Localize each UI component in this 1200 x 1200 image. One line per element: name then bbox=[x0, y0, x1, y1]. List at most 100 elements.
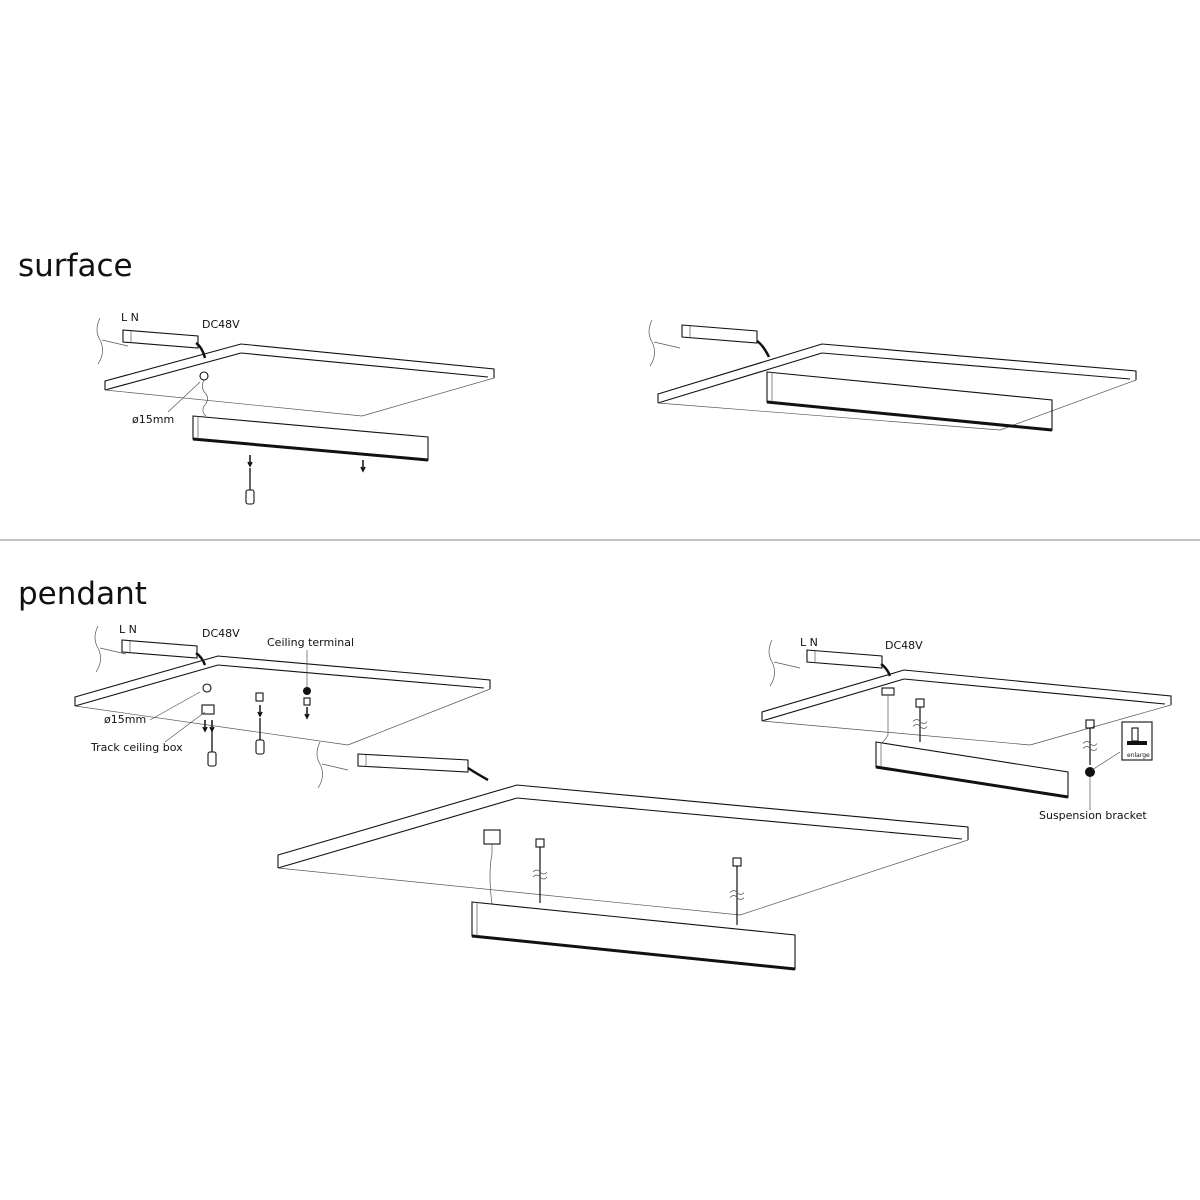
suspension-bracket bbox=[1085, 767, 1095, 777]
mains-cable bbox=[101, 339, 129, 347]
arrow-down-icon bbox=[247, 455, 253, 468]
ceiling-slab-edge bbox=[903, 678, 1166, 705]
enlarge-label: enlarge bbox=[1127, 752, 1150, 759]
ceiling-underside bbox=[657, 402, 1001, 431]
hole-diameter-label: ø15mm bbox=[132, 413, 174, 426]
dc-cable bbox=[756, 339, 771, 358]
light-diffuser bbox=[192, 437, 429, 462]
ceiling-slab-edge bbox=[821, 352, 1131, 380]
wall-line bbox=[94, 625, 101, 673]
ceiling-anchor bbox=[1085, 719, 1095, 729]
power-wire bbox=[489, 844, 493, 905]
arrow-down-icon bbox=[304, 707, 310, 720]
ceiling-canopy bbox=[483, 829, 501, 845]
light-diffuser bbox=[875, 765, 1069, 799]
break-symbol bbox=[1082, 741, 1098, 751]
linear-light-bar bbox=[192, 415, 429, 461]
power-label: L N bbox=[119, 623, 137, 636]
ceiling-terminal-dot bbox=[303, 687, 311, 695]
voltage-label: DC48V bbox=[202, 318, 240, 331]
enlarge-box bbox=[1121, 721, 1153, 761]
ceiling-underside bbox=[1029, 704, 1172, 746]
arrow-down-icon bbox=[257, 705, 263, 718]
ceiling-slab bbox=[657, 343, 1137, 403]
ceiling-slab bbox=[104, 343, 495, 390]
leader-line bbox=[164, 711, 206, 743]
ceiling-anchor bbox=[732, 857, 742, 867]
surface-title: surface bbox=[18, 248, 133, 284]
wall-line bbox=[96, 317, 103, 365]
ceiling-anchor bbox=[915, 698, 925, 708]
ceiling-slab-edge bbox=[657, 352, 823, 404]
break-symbol bbox=[729, 890, 745, 900]
power-label: L N bbox=[800, 636, 818, 649]
ceiling-slab bbox=[74, 655, 491, 706]
ceiling-anchor bbox=[535, 838, 545, 848]
driver-box bbox=[122, 329, 199, 349]
driver-box bbox=[121, 639, 198, 659]
pendant-title: pendant bbox=[18, 576, 147, 612]
driver-box bbox=[357, 753, 469, 773]
wall-line bbox=[768, 639, 775, 687]
ceiling-slab-edge bbox=[104, 352, 242, 391]
dc-cable bbox=[195, 341, 207, 359]
ceiling-underside bbox=[739, 839, 969, 916]
dc-cable bbox=[195, 651, 207, 666]
wall-line bbox=[648, 319, 655, 367]
ceiling-hole bbox=[199, 371, 209, 381]
ceiling-slab bbox=[761, 669, 1172, 721]
line-drawings bbox=[74, 317, 1172, 971]
linear-light-bar bbox=[766, 371, 1053, 431]
mains-cable bbox=[99, 647, 127, 655]
dc-cable bbox=[467, 766, 489, 782]
leader-line bbox=[149, 691, 201, 721]
ceiling-slab-edge bbox=[240, 352, 489, 378]
mains-cable bbox=[653, 341, 681, 349]
hole-diameter-label: ø15mm bbox=[104, 713, 146, 726]
ceiling-underside bbox=[277, 867, 741, 916]
wall-line bbox=[316, 741, 323, 789]
break-symbol bbox=[912, 719, 928, 729]
ceiling-slab bbox=[277, 784, 969, 868]
ceiling-hole bbox=[202, 683, 212, 693]
ceiling-underside bbox=[347, 688, 491, 746]
voltage-label: DC48V bbox=[885, 639, 923, 652]
mains-cable bbox=[773, 661, 801, 669]
ceiling-underside bbox=[761, 720, 1031, 746]
screwdriver-handle bbox=[255, 739, 265, 755]
driver-box bbox=[681, 324, 758, 344]
power-wire bbox=[881, 695, 889, 744]
arrow-down-icon bbox=[202, 720, 208, 733]
leader-line bbox=[1091, 751, 1121, 771]
screwdriver-handle bbox=[207, 751, 217, 767]
ceiling-canopy bbox=[881, 687, 895, 696]
ceiling-terminal-part bbox=[255, 692, 264, 702]
mains-cable bbox=[321, 763, 349, 771]
ceiling-underside bbox=[361, 377, 495, 417]
power-label: L N bbox=[121, 311, 139, 324]
light-diffuser bbox=[471, 934, 796, 971]
linear-light-bar bbox=[875, 741, 1069, 798]
track-ceiling-box-label: Track ceiling box bbox=[90, 741, 183, 754]
bracket-detail bbox=[1131, 727, 1139, 742]
linear-light-bar bbox=[471, 901, 796, 970]
suspension-bracket-label: Suspension bracket bbox=[1039, 809, 1147, 822]
screwdriver-handle bbox=[245, 489, 255, 505]
ceiling-terminal-label: Ceiling terminal bbox=[267, 636, 354, 649]
ceiling-slab-edge bbox=[74, 664, 219, 707]
light-diffuser bbox=[766, 400, 1053, 432]
track-ceiling-box bbox=[201, 704, 215, 715]
driver-box bbox=[806, 649, 883, 669]
ceiling-terminal-part bbox=[303, 697, 311, 706]
ceiling-slab-edge bbox=[217, 664, 485, 689]
leader-line bbox=[167, 381, 201, 413]
ceiling-slab-edge bbox=[277, 797, 518, 869]
ceiling-slab-edge bbox=[761, 678, 905, 722]
wire bbox=[202, 379, 208, 417]
break-symbol bbox=[532, 869, 548, 880]
ceiling-underside bbox=[104, 389, 363, 417]
bracket-base bbox=[1127, 741, 1147, 745]
voltage-label: DC48V bbox=[202, 627, 240, 640]
ceiling-slab-edge bbox=[516, 797, 963, 840]
